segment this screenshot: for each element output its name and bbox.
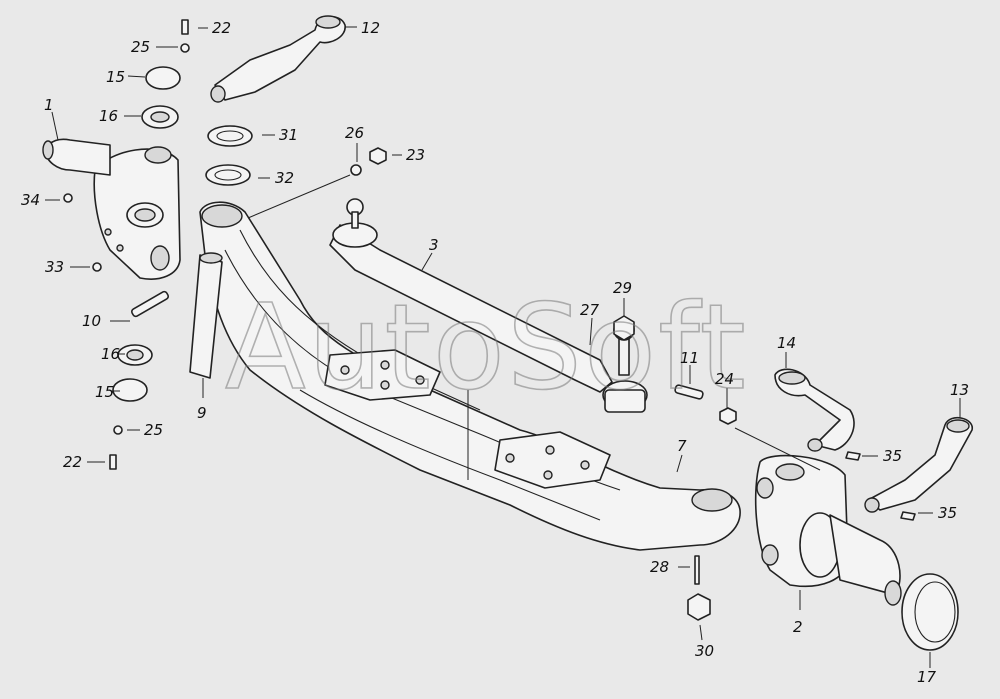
pin-11 xyxy=(674,384,704,400)
callout-26: 26 xyxy=(345,124,364,142)
key-35-upper xyxy=(845,451,861,461)
front-axle-beam xyxy=(199,201,741,551)
callout-16-upper: 16 xyxy=(99,107,118,125)
callout-16-lower: 16 xyxy=(101,345,120,363)
callout-28: 28 xyxy=(650,558,669,576)
callout-33: 33 xyxy=(45,258,64,276)
upper-steering-arm xyxy=(210,15,346,103)
left-steering-knuckle xyxy=(42,138,181,280)
callout-13: 13 xyxy=(950,381,969,399)
callout-32: 32 xyxy=(275,169,294,187)
washer-25-upper xyxy=(180,43,190,53)
callout-25-lower: 25 xyxy=(144,421,163,439)
callout-17: 17 xyxy=(917,668,937,686)
tie-rod xyxy=(329,198,648,413)
bolt-22-upper xyxy=(181,19,189,35)
callout-34: 34 xyxy=(21,191,40,209)
callout-24: 24 xyxy=(715,370,734,388)
steering-arm-13 xyxy=(864,416,973,513)
kingpin xyxy=(189,252,223,379)
grease-fitting-33 xyxy=(92,262,102,272)
callout-22-lower: 22 xyxy=(63,453,82,471)
callout-1: 1 xyxy=(44,96,54,114)
callout-9: 9 xyxy=(197,404,207,422)
nut-24 xyxy=(719,407,737,425)
grease-fitting-34 xyxy=(63,193,73,203)
callout-29: 29 xyxy=(613,279,632,297)
callout-labels: 1 2 3 7 9 10 11 12 13 14 15 15 16 16 17 … xyxy=(21,19,969,686)
shim-31 xyxy=(207,125,253,147)
pin-10 xyxy=(130,290,170,318)
leader-lines xyxy=(45,26,961,668)
callout-27: 27 xyxy=(580,301,600,319)
callout-35-upper: 35 xyxy=(883,447,902,465)
cap-15-lower xyxy=(112,378,148,402)
callout-12: 12 xyxy=(361,19,380,37)
callout-15-upper: 15 xyxy=(106,68,125,86)
callout-31: 31 xyxy=(279,126,298,144)
callout-7: 7 xyxy=(677,437,687,455)
castle-nut-30 xyxy=(687,593,711,621)
callout-30: 30 xyxy=(695,642,714,660)
callout-25-upper: 25 xyxy=(131,38,150,56)
watermark: AutoSoft xyxy=(225,278,748,416)
right-steering-knuckle xyxy=(754,454,902,606)
callout-3: 3 xyxy=(429,236,439,254)
seal-ring-17 xyxy=(901,573,959,651)
washer-26 xyxy=(350,164,362,176)
callout-22-upper: 22 xyxy=(212,19,231,37)
callout-14: 14 xyxy=(777,334,796,352)
callout-10: 10 xyxy=(82,312,101,330)
cap-15-upper xyxy=(145,66,181,90)
callout-11: 11 xyxy=(680,349,699,367)
callout-15-lower: 15 xyxy=(95,383,114,401)
washer-25-lower xyxy=(113,425,123,435)
bolt-22-lower xyxy=(109,454,117,470)
steering-arm-14 xyxy=(774,368,855,452)
callout-35-lower: 35 xyxy=(938,504,957,522)
callout-2: 2 xyxy=(793,618,803,636)
shim-32 xyxy=(205,164,251,186)
nut-23 xyxy=(369,147,387,165)
cotter-pin-28 xyxy=(694,555,700,585)
callout-23: 23 xyxy=(406,146,425,164)
key-35-lower xyxy=(900,511,916,521)
